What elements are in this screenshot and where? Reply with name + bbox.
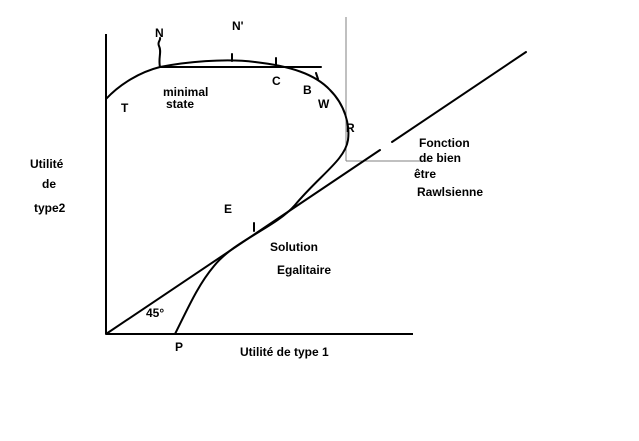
n-squiggle bbox=[157, 37, 162, 68]
label-n: N bbox=[155, 26, 164, 40]
welfare-function-label-4: Rawlsienne bbox=[417, 185, 483, 199]
x-axis-label: Utilité de type 1 bbox=[240, 345, 329, 359]
label-t: T bbox=[121, 101, 129, 115]
welfare-function-label-2: de bien bbox=[419, 151, 461, 165]
solution-label-2: Egalitaire bbox=[277, 263, 331, 277]
angle-label: 45° bbox=[146, 306, 164, 320]
welfare-function-label-1: Fonction bbox=[419, 136, 470, 150]
label-r: R bbox=[346, 121, 355, 135]
label-c: C bbox=[272, 74, 281, 88]
welfare-function-label-3: être bbox=[414, 167, 436, 181]
minimal-state-label-2: state bbox=[166, 97, 194, 111]
y-axis-label-2: de bbox=[42, 177, 56, 191]
diagonal-45-line-upper bbox=[391, 51, 527, 143]
utility-frontier-curve bbox=[105, 59, 350, 335]
label-e: E bbox=[224, 202, 232, 216]
label-w: W bbox=[318, 97, 330, 111]
y-axis-label-3: type2 bbox=[34, 201, 66, 215]
tick-mark-b bbox=[315, 72, 319, 80]
label-p: P bbox=[175, 340, 183, 354]
solution-label-1: Solution bbox=[270, 240, 318, 254]
label-n-prime: N' bbox=[232, 19, 244, 33]
label-b: B bbox=[303, 83, 312, 97]
minimal-state-label-1: minimal bbox=[163, 85, 208, 99]
y-axis-label-1: Utilité bbox=[30, 157, 64, 171]
